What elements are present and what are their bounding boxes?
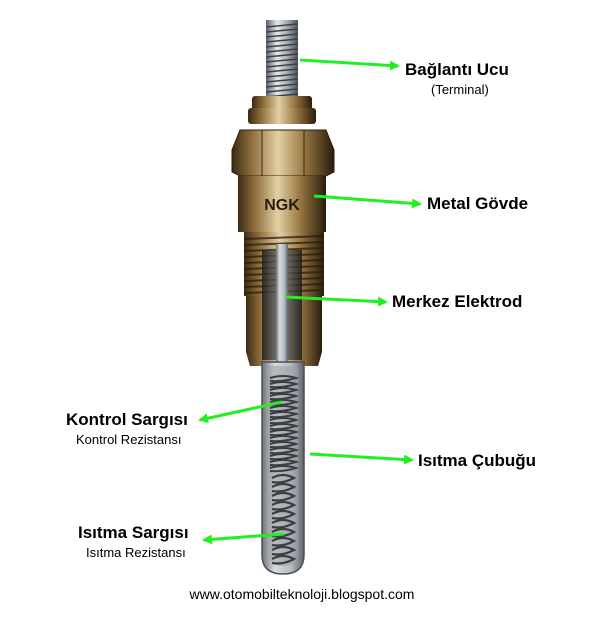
coil-turn	[269, 381, 300, 389]
coil-turn	[271, 509, 297, 520]
coil-turn	[269, 393, 300, 401]
coil-turn	[269, 411, 300, 419]
coil-turn	[269, 399, 300, 407]
thread-line	[265, 43, 299, 48]
control-coil	[269, 375, 300, 473]
coil-turn	[271, 554, 297, 565]
arrow-body	[313, 194, 422, 209]
label-control-coil-title: Kontrol Sargısı	[66, 410, 188, 429]
thread-line	[265, 73, 299, 78]
arrow-control-coil	[198, 400, 283, 424]
coil-turn	[271, 500, 297, 511]
metal-body: NGK	[238, 176, 326, 232]
terminal-thread	[265, 20, 299, 100]
thread-line	[265, 63, 299, 68]
thread-line	[265, 78, 299, 83]
arrow-heating-coil	[202, 532, 285, 545]
thread-line	[265, 33, 299, 38]
thread-line	[265, 28, 299, 33]
terminal-nut	[248, 96, 316, 124]
center-electrode	[276, 244, 288, 394]
thread-line	[265, 48, 299, 53]
thread-line	[265, 83, 299, 88]
coil-turn	[271, 545, 297, 556]
label-heating-rod-title: Isıtma Çubuğu	[418, 451, 537, 470]
thread-line	[243, 241, 325, 246]
coil-turn	[269, 453, 300, 461]
label-control-coil-subtitle: Kontrol Rezistansı	[76, 432, 182, 447]
label-heating-coil-title: Isıtma Sargısı	[78, 523, 189, 542]
arrow-terminal	[299, 58, 400, 71]
ngk-marking: NGK	[264, 197, 300, 214]
thread-line	[265, 38, 299, 43]
coil-turn	[269, 423, 300, 431]
label-electrode-title: Merkez Elektrod	[392, 292, 523, 311]
label-terminal-title: Bağlantı Ucu	[405, 60, 509, 79]
thread-line	[243, 235, 325, 240]
coil-turn	[271, 473, 297, 484]
hex-body	[231, 129, 335, 177]
heating-coil	[271, 473, 297, 565]
footer-url: www.otomobilteknoloji.blogspot.com	[189, 586, 415, 602]
coil-turn	[269, 429, 300, 437]
coil-turn	[271, 518, 297, 529]
coil-turn	[269, 435, 300, 443]
label-terminal-subtitle: (Terminal)	[431, 82, 489, 97]
coil-turn	[269, 447, 300, 455]
arrow-heating-rod	[309, 452, 414, 465]
coil-turn	[271, 491, 297, 502]
coil-turn	[269, 465, 300, 473]
thread-line	[265, 58, 299, 63]
coil-turn	[271, 527, 297, 538]
coil-turn	[269, 405, 300, 413]
thread-line	[265, 23, 299, 28]
thread-line	[265, 53, 299, 58]
thread-line	[265, 88, 299, 93]
coil-turn	[271, 482, 297, 493]
coil-turn	[271, 536, 297, 547]
label-heating-coil-subtitle: Isıtma Rezistansı	[86, 545, 186, 560]
arrow-electrode	[284, 295, 388, 307]
coil-turn	[269, 387, 300, 395]
coil-turn	[269, 441, 300, 449]
thread-line	[265, 68, 299, 73]
coil-turn	[269, 459, 300, 467]
label-body-title: Metal Gövde	[427, 194, 529, 213]
coil-turn	[269, 375, 300, 383]
coil-turn	[269, 417, 300, 425]
